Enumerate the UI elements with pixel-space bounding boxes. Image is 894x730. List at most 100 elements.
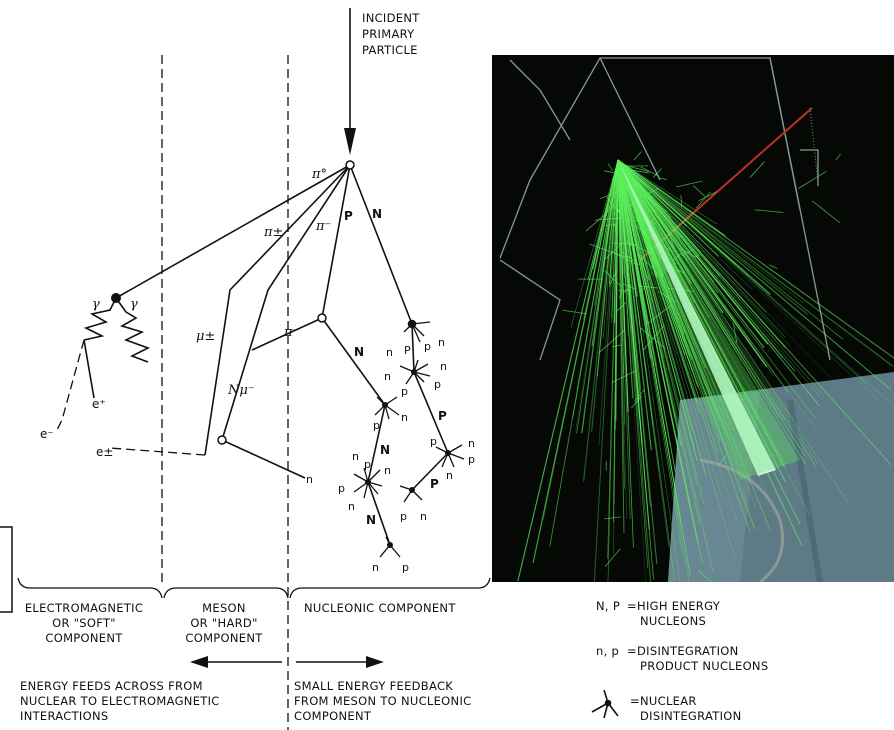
svg-text:NUCLEAR: NUCLEAR <box>640 694 697 708</box>
shower-track <box>617 159 641 345</box>
label-gamma: γ <box>92 297 100 312</box>
shower-track <box>617 159 868 385</box>
shower-branch <box>653 168 662 178</box>
shower-track <box>617 159 780 418</box>
shower-track <box>617 159 633 261</box>
shower-track <box>617 159 789 393</box>
shower-halo <box>618 160 800 480</box>
label-pi-minus-2: π⁻ <box>283 325 299 340</box>
shower-branch <box>639 254 659 274</box>
nuclear-star-icon <box>591 689 619 719</box>
shower-branch <box>696 191 711 209</box>
svg-text:NUCLEONS: NUCLEONS <box>640 614 706 628</box>
star-center <box>409 321 415 327</box>
shower-track <box>582 159 619 482</box>
shower-track <box>617 159 663 280</box>
shower-track <box>617 159 672 218</box>
svg-text:INCIDENT: INCIDENT <box>362 11 420 25</box>
flow-arrow-left <box>190 656 208 668</box>
shower-track <box>593 159 619 582</box>
shower-track <box>596 159 619 377</box>
wireframe-box <box>499 57 831 361</box>
shower-track <box>617 159 806 456</box>
label-n: n <box>446 469 453 482</box>
label-n: n <box>401 411 408 424</box>
shower-branch <box>697 570 713 582</box>
svg-text:PRIMARY: PRIMARY <box>362 27 415 41</box>
shower-track <box>570 159 619 328</box>
shower-track <box>617 159 785 421</box>
svg-text:PARTICLE: PARTICLE <box>362 43 418 57</box>
label-p: p <box>401 385 408 398</box>
shower-track <box>617 159 824 397</box>
shower-track <box>617 159 857 405</box>
particle-shower <box>517 151 894 582</box>
note-energy-feeds: ENERGY FEEDS ACROSS FROM NUCLEAR TO ELEC… <box>20 679 219 723</box>
shower-branch <box>658 177 668 180</box>
shower-track <box>617 159 721 442</box>
shower-branch <box>604 548 621 568</box>
label-n: n <box>384 370 391 383</box>
shower-branch <box>631 220 655 224</box>
positron-track <box>109 447 206 456</box>
legend-entry-high-energy: N, P = HIGH ENERGY NUCLEONS <box>596 599 721 628</box>
shower-branch <box>625 240 653 255</box>
label-P: P <box>430 477 439 491</box>
svg-text:HIGH ENERGY: HIGH ENERGY <box>637 599 721 613</box>
shower-track <box>617 159 804 304</box>
shower-track <box>608 159 619 285</box>
shower-branch <box>811 200 840 224</box>
shower-track <box>617 159 678 355</box>
star-ray <box>411 323 421 343</box>
shower-track <box>617 159 698 462</box>
shower-track <box>617 159 735 469</box>
shower-branch <box>660 210 681 239</box>
shower-track <box>617 159 892 391</box>
shower-track <box>617 159 722 496</box>
shower-core <box>618 160 776 476</box>
shower-track <box>617 159 768 368</box>
nucleonic-component-label: NUCLEONIC COMPONENT <box>304 601 456 615</box>
shower-track <box>617 159 625 489</box>
shower-track <box>617 159 786 349</box>
nuclear-disintegration-star: pnp <box>373 385 408 432</box>
incident-arrow <box>344 128 356 155</box>
shower-branch <box>835 153 841 161</box>
shower-branch <box>616 302 627 312</box>
shower-branch <box>598 329 626 354</box>
label-p: p <box>468 453 475 466</box>
frame-fragment <box>0 526 13 613</box>
shower-branch <box>617 254 631 259</box>
svg-text:N, P: N, P <box>596 599 620 613</box>
shower-track <box>617 159 815 464</box>
label-N: N <box>380 443 390 457</box>
label-n: n <box>372 561 379 574</box>
shower-track <box>576 159 619 434</box>
shower-branch <box>769 264 778 270</box>
label-p: p <box>430 435 437 448</box>
star-center <box>387 542 393 548</box>
shower-branch <box>698 191 718 202</box>
shower-track <box>617 159 719 294</box>
shower-branch <box>631 395 642 409</box>
svg-text:DISINTEGRATION: DISINTEGRATION <box>640 709 742 723</box>
note-small-feedback: SMALL ENERGY FEEDBACK FROM MESON TO NUCL… <box>294 679 471 723</box>
shower-track <box>617 159 650 530</box>
label-pi0: π° <box>311 167 327 182</box>
shower-branch <box>717 454 728 467</box>
label-mu-pm: μ± <box>196 329 215 344</box>
star-center <box>445 450 451 456</box>
label-P: P <box>344 209 353 223</box>
shower-branch <box>622 285 632 295</box>
shower-track <box>617 159 850 505</box>
star-center <box>411 369 417 375</box>
shower-track <box>617 159 716 411</box>
legend-entry-disintegration-product: n, p = DISINTEGRATION PRODUCT NUCLEONS <box>596 644 768 673</box>
shower-branch <box>798 170 827 189</box>
shower-branch <box>634 389 645 402</box>
